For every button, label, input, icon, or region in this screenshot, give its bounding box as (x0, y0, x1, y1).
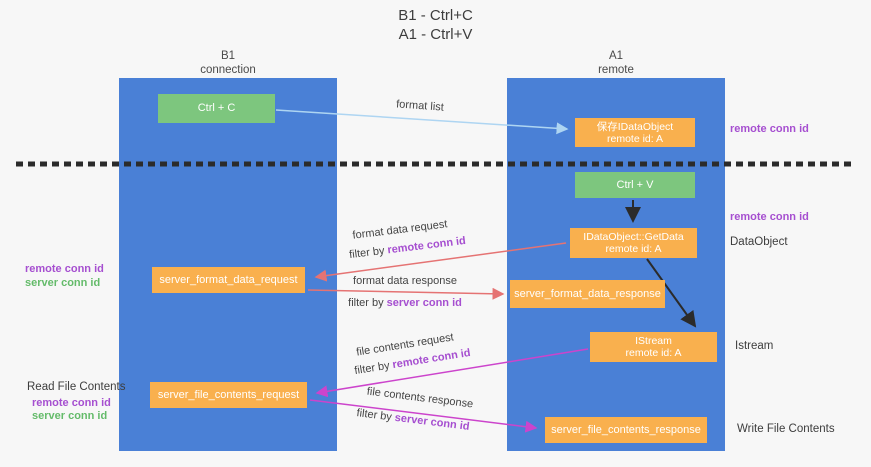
node-getdata-line2: remote id: A (605, 243, 662, 255)
node-format-request-label: server_format_data_request (159, 273, 298, 286)
node-ctrl-v: Ctrl + V (575, 172, 695, 198)
label-remote-conn-id-top-right: remote conn id (730, 123, 809, 135)
node-ctrl-c: Ctrl + C (158, 94, 275, 123)
node-server-format-data-response: server_format_data_response (510, 280, 665, 308)
node-save-idataobject-line2: remote id: A (606, 132, 664, 145)
edge-label-format-data-response: format data response (353, 275, 457, 287)
label-read-file-contents: Read File Contents (27, 381, 126, 393)
remote-conn-id-text: remote conn id (386, 234, 467, 257)
lane-a1-subtitle: remote (598, 64, 634, 76)
diagram-title: B1 - Ctrl+C A1 - Ctrl+V (0, 6, 871, 44)
node-file-response-label: server_file_contents_response (551, 423, 701, 436)
server-conn-id-text: server conn id (386, 297, 462, 309)
label-remote-conn-id-mid-right: remote conn id (730, 211, 809, 223)
node-ctrl-c-label: Ctrl + C (197, 102, 236, 114)
lane-b1-title: B1 (220, 50, 236, 62)
filter-by-text: filter by (355, 407, 396, 424)
node-server-file-contents-request: server_file_contents_request (150, 382, 307, 408)
node-ctrl-v-label: Ctrl + V (616, 178, 654, 191)
node-format-response-label: server_format_data_response (514, 287, 661, 300)
node-idataobject-getdata: IDataObject::GetData remote id: A (570, 228, 697, 258)
node-getdata-line1: IDataObject::GetData (583, 231, 684, 243)
node-save-idataobject: 保存IDataObject remote id: A (575, 118, 695, 147)
label-remote-conn-id-left1: remote conn id (25, 263, 104, 275)
title-line-2: A1 - Ctrl+V (398, 26, 473, 43)
title-line-1: B1 - Ctrl+C (398, 7, 473, 24)
label-dataobject: DataObject (730, 236, 788, 248)
label-write-file-contents: Write File Contents (737, 423, 835, 435)
arrow-format-data-response (307, 287, 505, 300)
label-server-conn-id-left2: server conn id (32, 410, 108, 422)
label-istream: Istream (735, 340, 774, 352)
lane-header-b1: B1 connection (119, 49, 337, 77)
lane-header-a1: A1 remote (507, 49, 725, 77)
node-server-format-data-request: server_format_data_request (152, 267, 305, 293)
label-server-conn-id-left1: server conn id (25, 277, 101, 289)
filter-by-text: filter by (353, 359, 394, 378)
lane-b1-subtitle: connection (200, 64, 256, 76)
node-istream-line1: IStream (635, 335, 672, 347)
filter-by-text: filter by (348, 297, 387, 309)
node-server-file-contents-response: server_file_contents_response (545, 417, 707, 443)
node-istream-line2: remote id: A (625, 347, 682, 359)
edge-label-format-data-response-filter: filter by server conn id (330, 297, 480, 309)
edge-label-format-list: format list (395, 98, 445, 114)
lane-a1-title: A1 (608, 50, 624, 62)
label-remote-conn-id-left2: remote conn id (32, 397, 111, 409)
filter-by-text: filter by (348, 244, 389, 262)
server-conn-id-text: server conn id (394, 411, 471, 433)
node-save-idataobject-line1: 保存IDataObject (596, 120, 674, 133)
node-istream: IStream remote id: A (590, 332, 717, 362)
node-file-request-label: server_file_contents_request (157, 388, 300, 401)
